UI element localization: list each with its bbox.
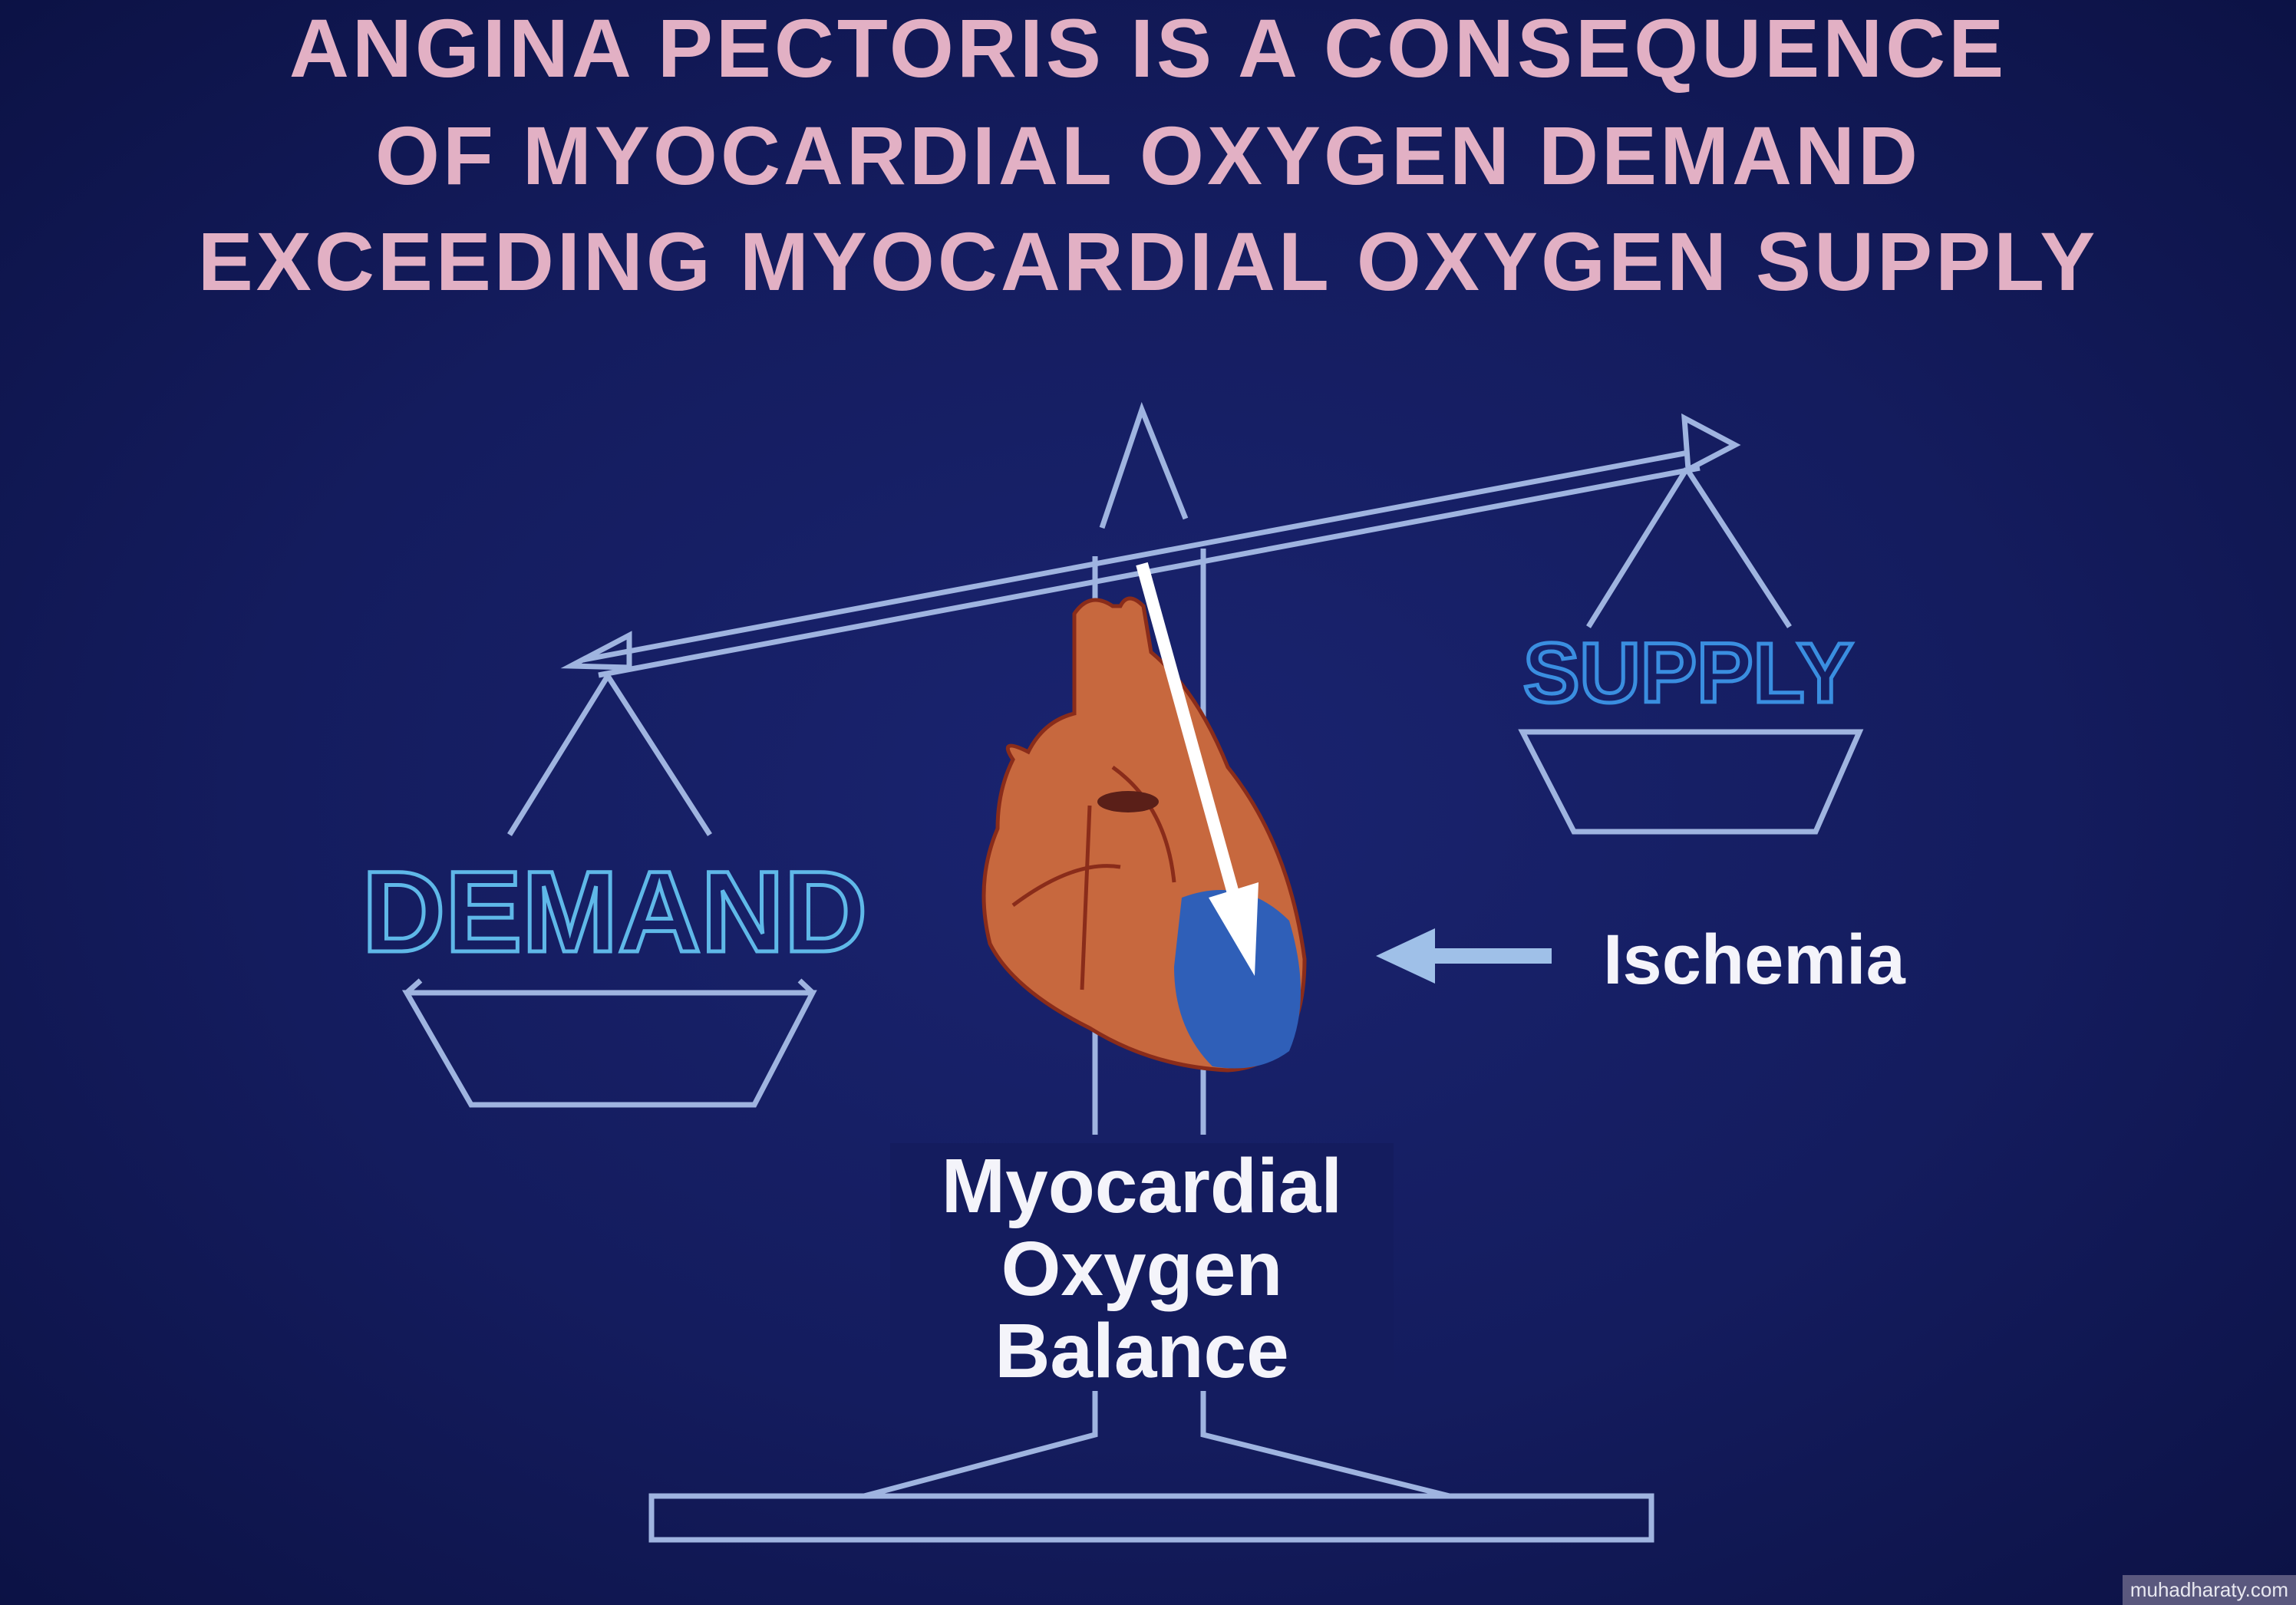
watermark: muhadharaty.com xyxy=(2122,1575,2296,1605)
ischemia-pointer: Ischemia xyxy=(1376,921,1906,999)
center-label: Myocardial Oxygen Balance xyxy=(890,1143,1394,1394)
ischemic-region xyxy=(1174,890,1301,1069)
heart-illustration xyxy=(981,596,1307,1073)
arrow-left-icon xyxy=(1376,928,1435,984)
center-label-line-3: Balance xyxy=(995,1308,1289,1394)
slide-title: ANGINA PECTORIS IS A CONSEQUENCE OF MYOC… xyxy=(198,2,2098,308)
supply-pan: SUPPLY xyxy=(1518,467,1864,835)
scale-base xyxy=(648,1493,1654,1543)
scale-pillar xyxy=(648,549,1654,1543)
balance-pointer-arrow xyxy=(1136,562,1259,976)
supply-label: SUPPLY xyxy=(1523,626,1853,720)
demand-label: DEMAND xyxy=(362,847,867,976)
center-label-line-1: Myocardial xyxy=(942,1143,1342,1229)
demand-pan: DEMAND xyxy=(360,674,869,1108)
title-line-3: EXCEEDING MYOCARDIAL OXYGEN SUPPLY xyxy=(198,215,2098,308)
title-line-1: ANGINA PECTORIS IS A CONSEQUENCE xyxy=(289,2,2007,94)
title-line-2: OF MYOCARDIAL OXYGEN DEMAND xyxy=(375,109,1921,202)
ischemia-label: Ischemia xyxy=(1603,921,1906,999)
center-label-line-2: Oxygen xyxy=(1001,1226,1283,1312)
